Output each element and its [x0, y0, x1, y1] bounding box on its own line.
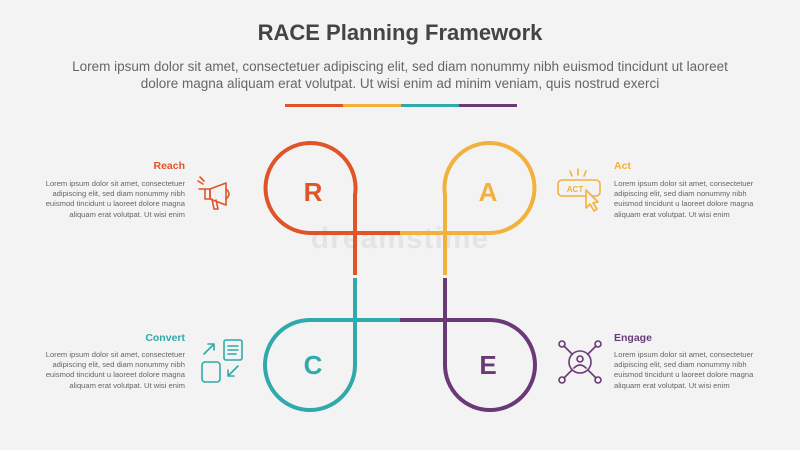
- convert-icon: [201, 339, 243, 383]
- reach-letter: R: [304, 177, 323, 207]
- title-bar-act: [343, 104, 401, 107]
- act-button-icon: ACT: [557, 168, 601, 212]
- engage-description: Lorem ipsum dolor sit amet, consectetuer…: [614, 350, 754, 390]
- page-title: RACE Planning Framework: [257, 20, 543, 45]
- reach-loop: [263, 141, 400, 275]
- title-bar-convert: [401, 104, 459, 107]
- reach-description: Lorem ipsum dolor sit amet, consectetuer…: [45, 179, 185, 219]
- act-title: Act: [614, 160, 631, 172]
- page-subtitle: Lorem ipsum dolor sit amet, consectetuer…: [72, 59, 728, 91]
- convert-letter: C: [304, 350, 323, 380]
- engage-network-icon: [558, 340, 602, 384]
- reach-title: Reach: [153, 160, 185, 172]
- act-description: Lorem ipsum dolor sit amet, consectetuer…: [614, 179, 754, 219]
- engage-title: Engage: [614, 332, 652, 344]
- convert-loop: [263, 278, 400, 412]
- act-letter: A: [479, 177, 498, 207]
- convert-description: Lorem ipsum dolor sit amet, consectetuer…: [45, 350, 185, 390]
- engage-letter: E: [479, 350, 496, 380]
- title-bar-engage: [459, 104, 517, 107]
- megaphone-icon: [197, 176, 230, 210]
- act-loop: [400, 141, 537, 275]
- watermark: dreamstime: [310, 222, 490, 255]
- convert-title: Convert: [145, 332, 185, 344]
- act-icon-label: ACT: [567, 185, 584, 194]
- title-bar-reach: [285, 104, 343, 107]
- engage-loop: [400, 278, 537, 412]
